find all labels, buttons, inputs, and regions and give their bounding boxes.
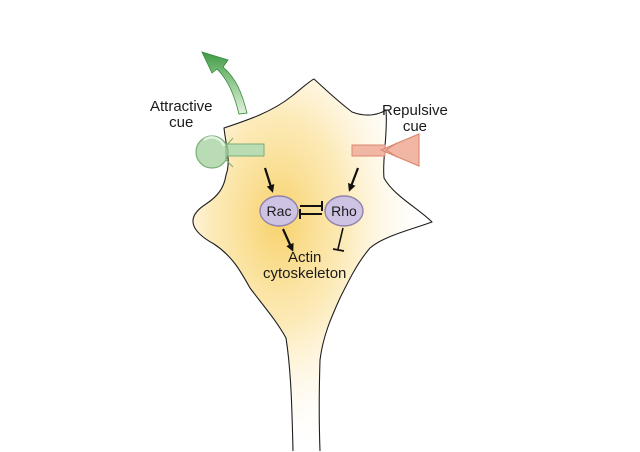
attractive-cue-label-line2: cue bbox=[169, 114, 194, 132]
repulsive-cue-label-line1: Repulsive bbox=[382, 102, 448, 119]
attractive-cue-label-line1: Attractive bbox=[150, 98, 213, 115]
repulsive-cue-label: Repulsive cue bbox=[382, 102, 448, 136]
growth-cone-outline bbox=[192, 78, 433, 452]
rho-node: Rho bbox=[324, 195, 364, 227]
arrow-attractive-to-rac bbox=[263, 167, 275, 193]
inhibition-rho-to-actin bbox=[332, 227, 345, 252]
attractive-cue-label: Attractive cue bbox=[150, 98, 213, 132]
growth-direction-arrow-icon bbox=[201, 51, 248, 115]
rac-label: Rac bbox=[267, 203, 292, 219]
repulsive-receptor-icon bbox=[351, 133, 420, 167]
repulsive-cue-label-line2: cue bbox=[402, 118, 428, 136]
actin-label-line2: cytoskeleton bbox=[263, 265, 347, 283]
arrow-rac-to-actin bbox=[281, 228, 294, 252]
mutual-inhibition-rac-rho bbox=[299, 201, 323, 219]
rho-label: Rho bbox=[331, 203, 357, 219]
attractive-receptor-icon bbox=[195, 135, 265, 169]
actin-label-line1: Actin bbox=[288, 249, 322, 266]
rac-node: Rac bbox=[259, 195, 299, 227]
arrow-repulsive-to-rho bbox=[348, 167, 360, 192]
actin-cytoskeleton-label: Actin cytoskeleton bbox=[263, 249, 347, 283]
